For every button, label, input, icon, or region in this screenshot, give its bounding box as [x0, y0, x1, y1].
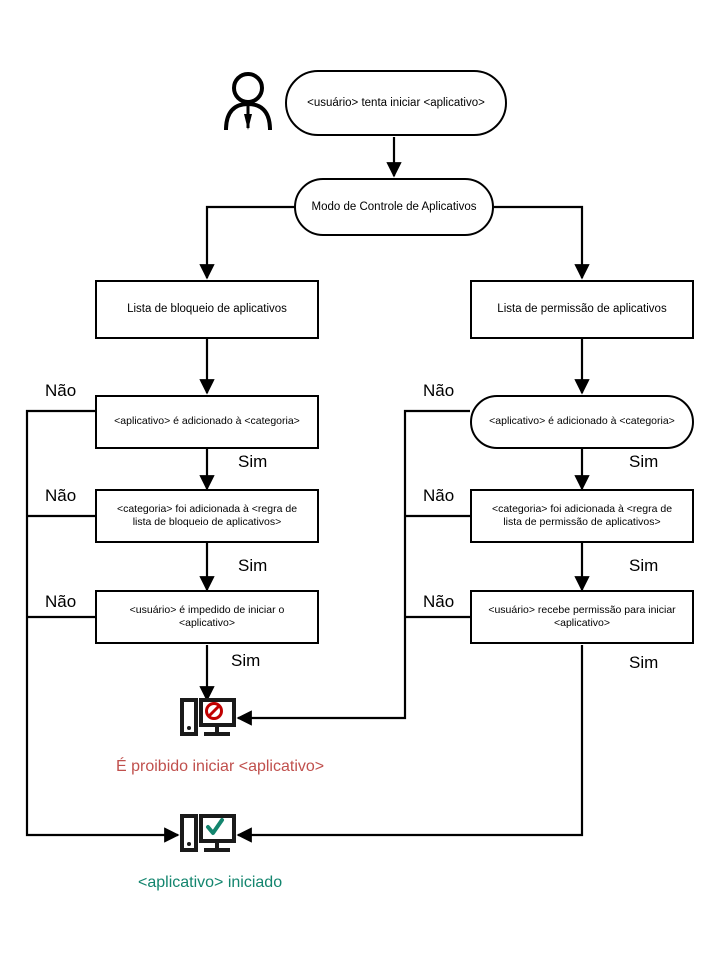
- node-allow-user-permitted-line1: <usuário> recebe permissão para iniciar: [488, 603, 676, 616]
- edge-label-deny-no-3: Não: [45, 592, 77, 611]
- node-allow-question-category[interactable]: <aplicativo> é adicionado à <categoria>: [470, 395, 694, 449]
- edge-label-allow-yes-2: Sim: [629, 556, 659, 575]
- node-app-control-mode-label: Modo de Controle de Aplicativos: [311, 200, 477, 213]
- node-deny-question-rule-line2: lista de bloqueio de aplicativos>: [132, 516, 282, 528]
- started-terminal-label: <aplicativo> iniciado: [138, 874, 283, 891]
- node-deny-question-category-label: <aplicativo> é adicionado à <categoria>: [114, 415, 300, 428]
- node-allow-question-rule-line1: <categoria> foi adicionada à <regra de: [491, 502, 673, 515]
- node-deny-user-blocked-line1: <usuário> é impedido de iniciar o: [129, 603, 285, 616]
- blocked-terminal-label: É proibido iniciar <aplicativo>: [116, 758, 325, 775]
- edge-label-deny-no-2: Não: [45, 486, 77, 505]
- edge-label-allow-no-1: Não: [423, 381, 455, 400]
- edge-label-deny-yes-1: Sim: [238, 452, 268, 471]
- node-allow-question-rule[interactable]: <categoria> foi adicionada à <regra de l…: [470, 489, 694, 543]
- node-allow-question-rule-line2: lista de permissão de aplicativos>: [503, 516, 661, 528]
- node-allow-user-permitted-line2: <aplicativo>: [553, 617, 611, 629]
- node-allow-user-permitted[interactable]: <usuário> recebe permissão para iniciar …: [470, 590, 694, 644]
- node-deny-user-blocked-line2: <aplicativo>: [178, 617, 236, 629]
- node-deny-question-category[interactable]: <aplicativo> é adicionado à <categoria>: [95, 395, 319, 449]
- node-deny-question-rule[interactable]: <categoria> foi adicionada à <regra de l…: [95, 489, 319, 543]
- edge-label-deny-no-1: Não: [45, 381, 77, 400]
- node-denylist[interactable]: Lista de bloqueio de aplicativos: [95, 280, 319, 339]
- computer-blocked-icon: [180, 698, 236, 747]
- user-actor-icon: [222, 70, 274, 137]
- node-app-control-mode[interactable]: Modo de Controle de Aplicativos: [294, 178, 494, 236]
- edge-label-allow-yes-3: Sim: [629, 653, 659, 672]
- node-start-label: <usuário> tenta iniciar <aplicativo>: [307, 96, 485, 109]
- edge-label-allow-no-3: Não: [423, 592, 455, 611]
- node-deny-question-rule-line1: <categoria> foi adicionada à <regra de: [116, 502, 298, 515]
- edge-label-deny-yes-3: Sim: [231, 651, 261, 670]
- node-allowlist[interactable]: Lista de permissão de aplicativos: [470, 280, 694, 339]
- edge-label-deny-yes-2: Sim: [238, 556, 268, 575]
- edge-label-allow-yes-1: Sim: [629, 452, 659, 471]
- node-start[interactable]: <usuário> tenta iniciar <aplicativo>: [285, 70, 507, 136]
- node-allowlist-label: Lista de permissão de aplicativos: [497, 303, 667, 316]
- edge-label-allow-no-2: Não: [423, 486, 455, 505]
- computer-allowed-icon: [180, 814, 236, 863]
- node-allow-question-category-label: <aplicativo> é adicionado à <categoria>: [489, 415, 675, 428]
- node-denylist-label: Lista de bloqueio de aplicativos: [127, 303, 287, 316]
- node-deny-user-blocked[interactable]: <usuário> é impedido de iniciar o <aplic…: [95, 590, 319, 644]
